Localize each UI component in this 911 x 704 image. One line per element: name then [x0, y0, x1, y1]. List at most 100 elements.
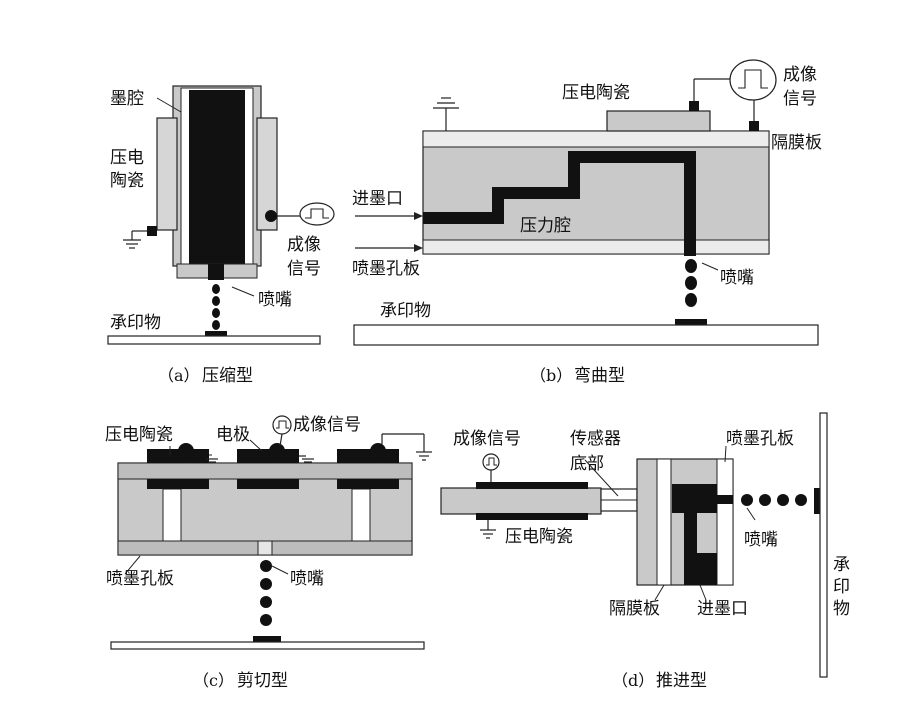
panel-b-nozzle-plate: [422, 239, 770, 255]
panel-b-signal-waveform-icon: [729, 59, 777, 101]
panel-b-caption: 弯曲型: [574, 366, 625, 386]
panel-a-piezo-label: 陶瓷: [110, 171, 144, 191]
panel-d-caption-tag: （d）: [612, 671, 654, 690]
panel-c-wall: [351, 488, 371, 542]
panel-a-nozzle-label: 喷嘴: [258, 290, 292, 310]
panel-d-droplet: [759, 494, 771, 506]
panel-b-diaphragm: [422, 130, 770, 148]
panel-a-piezo-left: [156, 117, 178, 231]
panel-c-caption-tag: （c）: [193, 671, 234, 690]
panel-c-piezo-label: 压电陶瓷: [105, 425, 173, 445]
panel-a-droplet: [212, 320, 220, 330]
panel-c-substrate: [110, 641, 425, 650]
panel-c-wall: [162, 488, 182, 542]
panel-c-shear: 压电陶瓷 电极 成像信号 喷墨孔板 喷嘴 （c） 剪切型: [105, 415, 432, 691]
panel-b-nozzle-label: 喷嘴: [720, 268, 754, 288]
panel-c-nozzle-orifice: [257, 540, 273, 556]
panel-d-diaphragm: [656, 458, 672, 586]
panel-d-droplet: [795, 494, 807, 506]
panel-a-signal-label: 成像: [287, 235, 321, 255]
panel-d-sensor-label: 传感器: [570, 429, 621, 449]
panel-a-signal-waveform-icon: [299, 202, 335, 226]
panel-b-substrate: [353, 324, 819, 346]
panel-d-electrode: [476, 513, 588, 520]
panel-a-ink-chamber: [189, 90, 245, 268]
panel-d-ink-channel: [672, 484, 733, 585]
panel-d-signal-waveform-icon: [482, 453, 500, 471]
panel-d-nozzle-label: 喷嘴: [744, 530, 778, 550]
panel-d-push: 成像信号 传感器 底部 喷墨孔板 压电陶瓷 喷嘴 隔膜板 进墨口 承 印 物 （…: [440, 412, 850, 691]
panel-b-electrode: [689, 101, 699, 111]
panel-a-caption: 压缩型: [202, 366, 253, 386]
panel-a-droplet: [212, 284, 220, 294]
panel-c-electrode: [337, 449, 399, 463]
panel-c-electrode-label: 电极: [216, 425, 250, 445]
panel-d-nozzle-plate-label: 喷墨孔板: [726, 429, 794, 449]
panel-d-piezo-rod: [440, 487, 602, 515]
panel-d-substrate-label: 物: [833, 599, 850, 619]
panel-a-signal-label: 信号: [287, 259, 321, 279]
panel-b-diaphragm-label: 隔膜板: [771, 133, 822, 153]
panel-d-substrate-label: 承: [833, 555, 850, 575]
panel-b-piezo-label: 压电陶瓷: [562, 83, 630, 103]
panel-d-piezo-label: 压电陶瓷: [505, 527, 573, 547]
panel-b-droplet: [685, 293, 697, 307]
panel-c-electrode: [237, 449, 299, 463]
panel-c-electrode: [147, 449, 209, 463]
panel-b-substrate-label: 承印物: [380, 301, 431, 321]
panel-b-caption-tag: （b）: [530, 366, 572, 385]
panel-b-electrode: [749, 121, 759, 131]
panel-b-pressure-chamber-label: 压力腔: [520, 216, 571, 236]
panel-b-ink-inlet-label: 进墨口: [352, 189, 403, 209]
panel-b-nozzle-plate-label: 喷墨孔板: [352, 259, 420, 279]
panel-b-pressure-chamber: [423, 151, 696, 250]
panel-c-droplet: [260, 614, 272, 626]
panel-c-droplet: [260, 560, 272, 572]
panel-c-caption: 剪切型: [237, 671, 288, 691]
panel-c-top-layer: [117, 462, 413, 480]
panel-a-ink-chamber-label: 墨腔: [110, 89, 144, 109]
panel-b-piezo: [606, 110, 711, 132]
panel-b-signal-label: 成像: [783, 65, 817, 85]
panel-c-electrode: [237, 479, 299, 489]
panel-a-droplet: [212, 308, 220, 318]
panel-d-sensor-label: 底部: [570, 454, 604, 474]
panel-c-electrode: [337, 479, 399, 489]
panel-d-signal-label: 成像信号: [453, 429, 521, 449]
panel-c-droplet: [260, 578, 272, 590]
panel-a-ground-electrode: [147, 226, 157, 236]
panel-a-piezo-right: [256, 117, 278, 231]
panel-a-piezo-label: 压电: [110, 148, 144, 168]
panel-d-ink-dot: [814, 488, 820, 514]
panel-d-caption: 推进型: [656, 671, 707, 691]
panel-a-signal-electrode: [265, 210, 277, 222]
panel-d-droplet: [777, 494, 789, 506]
panel-b-signal-label: 信号: [783, 89, 817, 109]
panel-b-droplet: [685, 276, 697, 290]
panel-b-ink-dot: [675, 319, 707, 325]
panel-c-nozzle-plate-label: 喷墨孔板: [106, 569, 174, 589]
panel-c-signal-label: 成像信号: [293, 415, 361, 435]
panel-d-electrode: [476, 482, 588, 489]
panel-d-diaphragm-label: 隔膜板: [609, 599, 660, 619]
panel-a-substrate: [107, 335, 321, 345]
panel-a-ink-dot: [205, 331, 227, 336]
panel-a-caption-tag: （a）: [158, 366, 200, 385]
panel-d-nozzle-plate: [716, 458, 734, 586]
panel-c-nozzle-label: 喷嘴: [290, 569, 324, 589]
panel-b-nozzle-orifice: [684, 240, 696, 256]
panel-b-head-body: [422, 130, 770, 255]
panel-d-ink-inlet-label: 进墨口: [697, 599, 748, 619]
panel-d-substrate: [819, 412, 828, 678]
panel-c-droplet: [260, 596, 272, 608]
panel-b-bending: 压电陶瓷 成像 信号 隔膜板 进墨口 压力腔 喷墨孔板 喷嘴 承印物 （b） 弯…: [352, 59, 822, 386]
panel-a-substrate-label: 承印物: [110, 313, 161, 333]
panel-a-compression: 墨腔 压电 陶瓷 成像 信号 喷嘴 承印物 （a） 压缩型: [107, 85, 335, 386]
panel-a-droplet: [212, 296, 220, 306]
panel-d-substrate-label: 印: [833, 577, 850, 597]
panel-c-ink-dot: [253, 636, 281, 642]
panel-c-electrode: [147, 479, 209, 489]
panel-c-signal-waveform-icon: [272, 415, 292, 435]
panel-b-droplet: [685, 259, 697, 273]
